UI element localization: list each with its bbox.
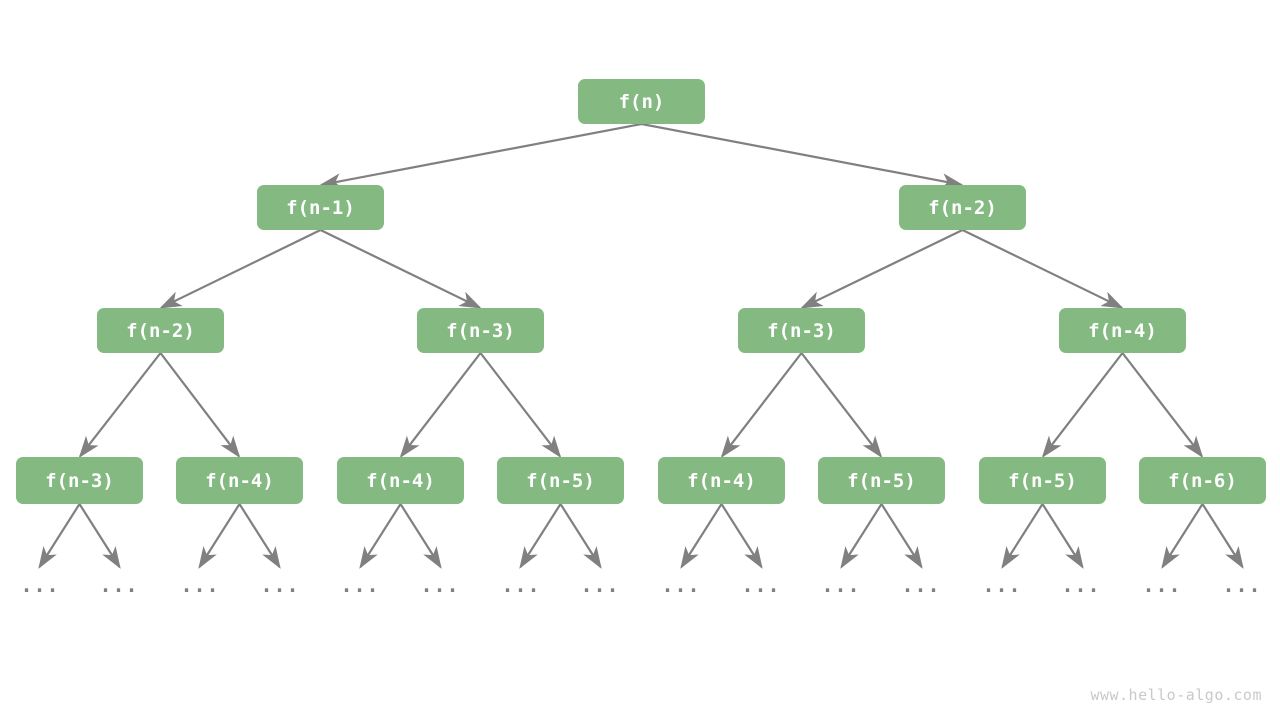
leaf-edge-n13-13 [1041, 503, 1084, 569]
leaf-edge-n14-15 [1201, 503, 1244, 569]
tree-edges [78, 122, 1204, 458]
ellipsis-marker: ... [99, 573, 139, 597]
edge-n0-to-n2 [641, 122, 964, 189]
tree-node-n5: f(n-3) [738, 308, 865, 353]
ellipsis-marker: ... [260, 573, 300, 597]
watermark: www.hello-algo.com [1090, 686, 1262, 704]
ellipsis-marker: ... [1222, 573, 1262, 597]
ellipsis-marker: ... [1142, 573, 1182, 597]
ellipsis-marker: ... [901, 573, 941, 597]
ellipsis-marker: ... [20, 573, 60, 597]
leaf-edge-n12-11 [880, 503, 923, 569]
ellipsis-marker: ... [340, 573, 380, 597]
ellipsis-marker: ... [501, 573, 541, 597]
tree-node-n7: f(n-3) [16, 457, 143, 504]
leaf-edge-n11-9 [720, 503, 763, 569]
ellipsis-marker: ... [580, 573, 620, 597]
edge-n3-to-n8 [159, 352, 241, 458]
edge-n4-to-n10 [479, 352, 562, 458]
edge-n1-to-n3 [159, 229, 321, 309]
tree-node-n13: f(n-5) [979, 457, 1106, 504]
edge-n5-to-n11 [720, 352, 803, 458]
edge-n2-to-n6 [962, 229, 1124, 309]
leaf-edge-n7-1 [78, 503, 121, 569]
tree-node-n8: f(n-4) [176, 457, 303, 504]
ellipsis-marker: ... [420, 573, 460, 597]
ellipsis-marker: ... [741, 573, 781, 597]
ellipsis-marker: ... [821, 573, 861, 597]
ellipsis-marker: ... [982, 573, 1022, 597]
ellipsis-marker: ... [1061, 573, 1101, 597]
edge-n1-to-n4 [320, 229, 482, 309]
edge-n2-to-n5 [800, 229, 963, 309]
leaf-edge-n11-8 [680, 503, 723, 569]
tree-node-n11: f(n-4) [658, 457, 785, 504]
tree-node-n12: f(n-5) [818, 457, 945, 504]
tree-node-n2: f(n-2) [899, 185, 1026, 230]
edge-n6-to-n14 [1121, 352, 1204, 458]
tree-node-n1: f(n-1) [257, 185, 384, 230]
leaf-edge-n14-14 [1161, 503, 1204, 569]
leaf-edge-n12-10 [840, 503, 883, 569]
tree-node-n14: f(n-6) [1139, 457, 1266, 504]
leaf-edge-n9-5 [399, 503, 442, 569]
leaf-edge-n7-0 [38, 503, 81, 569]
tree-node-n10: f(n-5) [497, 457, 624, 504]
tree-node-n3: f(n-2) [97, 308, 224, 353]
ellipsis-marker: ... [180, 573, 220, 597]
ellipsis-marker: ... [661, 573, 701, 597]
edge-n4-to-n9 [399, 352, 482, 458]
edge-n6-to-n13 [1041, 352, 1124, 458]
leaf-edge-n13-12 [1001, 503, 1044, 569]
leaf-edge-n10-6 [519, 503, 562, 569]
leaf-edges [38, 503, 1244, 569]
tree-node-n0: f(n) [578, 79, 705, 124]
tree-node-n4: f(n-3) [417, 308, 544, 353]
edge-n3-to-n7 [78, 352, 162, 458]
leaf-edge-n9-4 [359, 503, 402, 569]
leaf-edge-n8-2 [198, 503, 241, 569]
tree-node-n6: f(n-4) [1059, 308, 1186, 353]
tree-node-n9: f(n-4) [337, 457, 464, 504]
leaf-edge-n8-3 [238, 503, 281, 569]
edge-n5-to-n12 [800, 352, 883, 458]
edge-n0-to-n1 [319, 122, 642, 189]
leaf-edge-n10-7 [559, 503, 602, 569]
